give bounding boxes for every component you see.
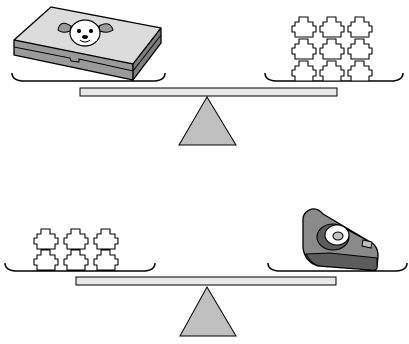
connecting-cubes-stack-3x3 <box>291 16 373 82</box>
balance-scale-1 <box>11 6 404 146</box>
connecting-cube <box>291 38 317 60</box>
connecting-cube <box>347 60 373 82</box>
connecting-cube <box>291 16 317 38</box>
fulcrum-triangle <box>178 96 237 146</box>
connecting-cube <box>291 60 317 82</box>
connecting-cube <box>33 228 59 250</box>
dog-face-sticker <box>57 19 114 47</box>
connecting-cubes-stack-2x3 <box>33 228 119 271</box>
balance-beam <box>75 276 337 286</box>
connecting-cube <box>33 249 59 271</box>
fulcrum-triangle <box>179 285 237 337</box>
connecting-cube <box>63 249 89 271</box>
balance-scale-2 <box>4 208 408 337</box>
connecting-cube <box>347 16 373 38</box>
connecting-cube <box>93 249 119 271</box>
tape-dispenser <box>302 208 379 271</box>
connecting-cube <box>319 38 345 60</box>
connecting-cube <box>319 16 345 38</box>
balance-beam <box>79 87 338 97</box>
connecting-cube <box>319 60 345 82</box>
left-pan <box>11 72 166 82</box>
connecting-cube <box>93 228 119 250</box>
right-pan <box>267 262 408 272</box>
connecting-cube <box>63 228 89 250</box>
pencil-case <box>13 6 162 81</box>
connecting-cube <box>347 38 373 60</box>
left-pan <box>4 262 156 272</box>
